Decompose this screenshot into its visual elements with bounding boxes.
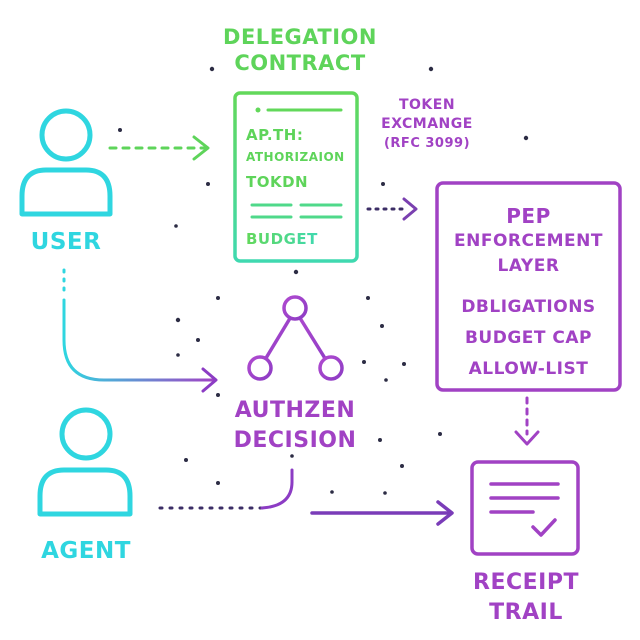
document-icon (233, 91, 359, 263)
pep-rule-obligations: DBLIGATIONS (461, 297, 596, 317)
delegation-title-line-2: CONTRACT (234, 51, 366, 75)
pep-title-line-2: ENFORCEMENT (454, 231, 603, 251)
connectors (62, 135, 540, 526)
agent-icon (37, 407, 133, 517)
pep-title-line-3: LAYER (497, 256, 560, 276)
network-triangle-icon (247, 295, 344, 381)
token-exchange-line-2: EXCMANGE (381, 116, 473, 132)
token-exchange-line-3: (RFC 3099) (383, 136, 471, 151)
delegation-title-line-1: DELEGATION (223, 25, 377, 49)
pep-rules: DBLIGATIONS BUDGET CAP ALLOW-LIST (440, 292, 617, 385)
doc-line-budget: BUDGET (246, 230, 318, 248)
pep-rule-budget-cap: BUDGET CAP (464, 328, 593, 348)
receipt-trail-label: RECEIPT TRAIL (455, 568, 597, 628)
doc-line-token: TOKDN (246, 173, 309, 191)
agent-label: AGENT (41, 538, 131, 564)
token-exchange-label: TOKEN EXCMANGE (RFC 3099) (370, 96, 484, 153)
pep-title-line-1: PEP (506, 204, 551, 228)
user-icon (19, 108, 113, 217)
receipt-line-1: RECEIPT (473, 570, 579, 595)
pep-rule-allow-list: ALLOW-LIST (468, 359, 589, 379)
doc-line-auth: AP.TH: (246, 126, 304, 144)
background-dots (118, 66, 529, 495)
pep-box (435, 181, 622, 392)
authzen-line-1: AUTHZEN (234, 398, 356, 423)
pep-title: PEP ENFORCEMENT LAYER (440, 204, 617, 279)
token-exchange-line-1: TOKEN (398, 97, 456, 113)
receipt-icon (470, 460, 580, 556)
authzen-label: AUTHZEN DECISION (210, 396, 380, 456)
receipt-line-2: TRAIL (489, 600, 563, 625)
authzen-line-2: DECISION (233, 428, 357, 453)
user-label: USER (30, 229, 102, 255)
delegation-contract-title: DELEGATION CONTRACT (200, 24, 400, 76)
doc-line-authorization: ATHORIZAION (246, 150, 345, 164)
